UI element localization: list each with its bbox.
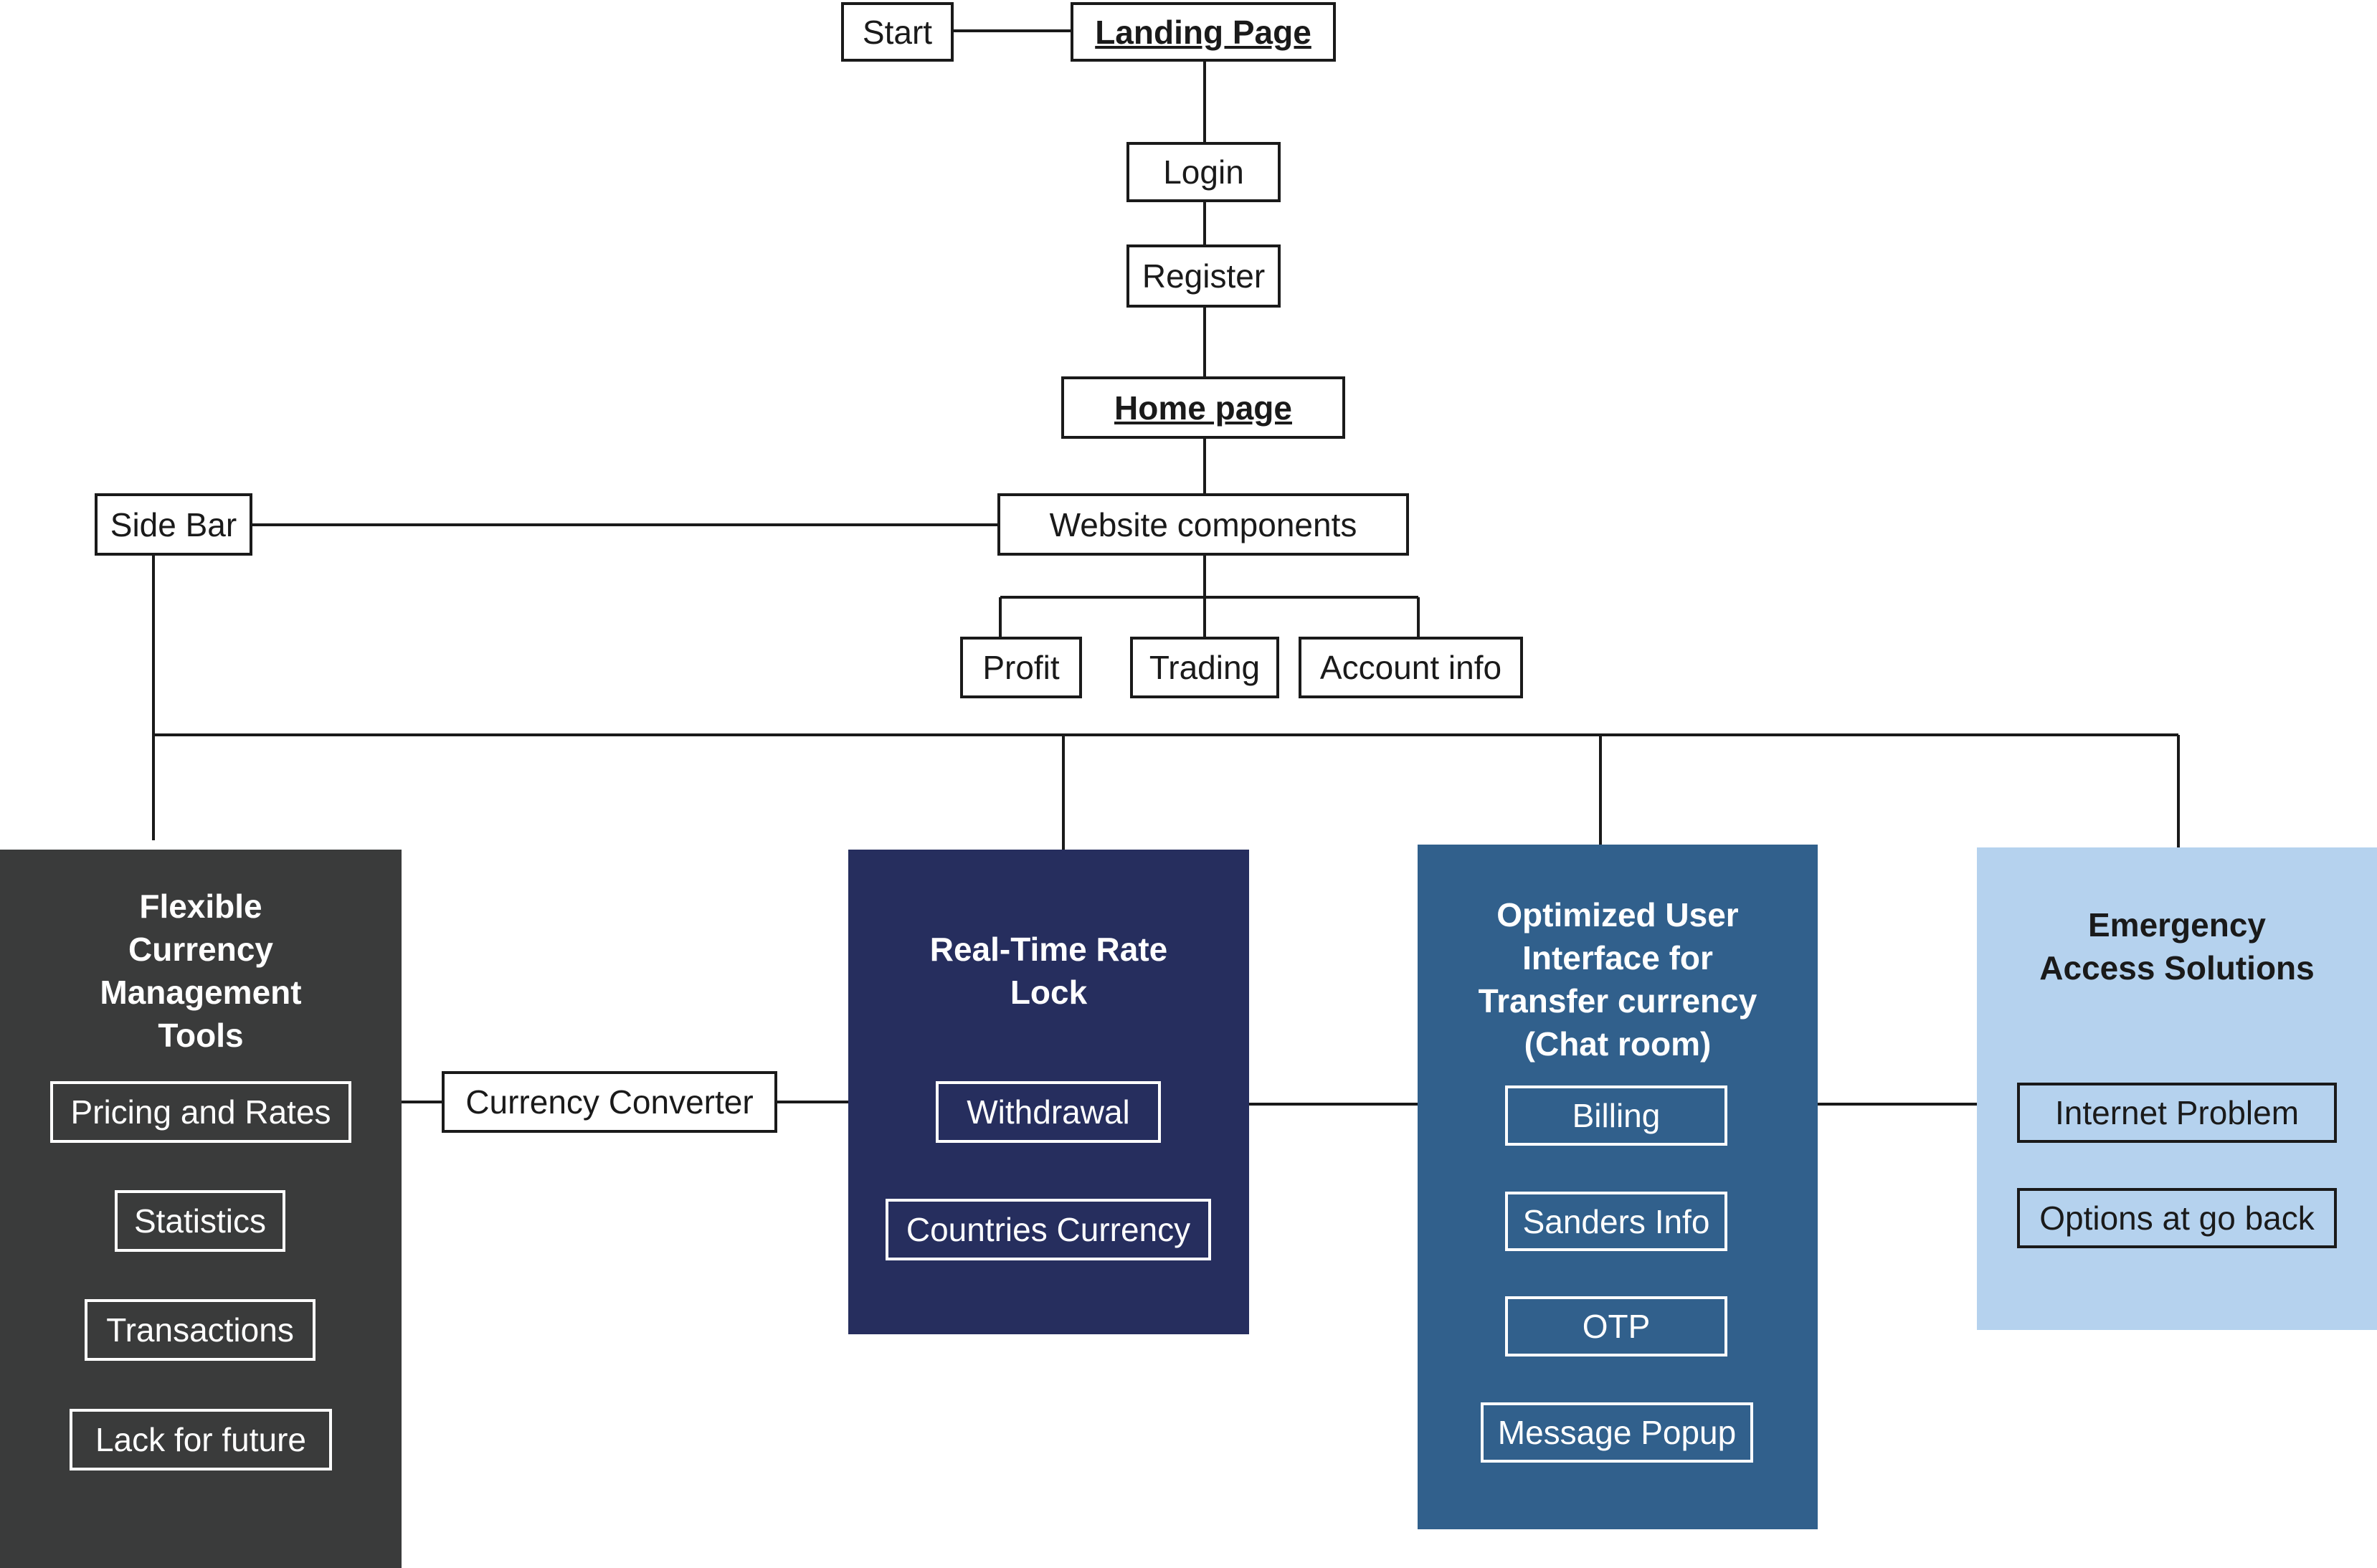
emergency-title: Emergency Access Solutions bbox=[2039, 906, 2315, 987]
flexible-currency-title: Flexible Currency Management Tools bbox=[100, 888, 302, 1054]
pricing-and-rates-item: Pricing and Rates bbox=[50, 1081, 351, 1143]
home-page-node: Home page bbox=[1061, 376, 1345, 439]
transactions-item: Transactions bbox=[85, 1299, 315, 1361]
billing-item: Billing bbox=[1505, 1085, 1727, 1146]
account-info-node: Account info bbox=[1299, 637, 1523, 698]
emergency-panel: Emergency Access Solutions bbox=[1977, 847, 2377, 1330]
start-node: Start bbox=[841, 2, 954, 62]
otp-item: OTP bbox=[1505, 1296, 1727, 1356]
rate-lock-panel: Real-Time Rate Lock bbox=[848, 850, 1249, 1334]
statistics-item: Statistics bbox=[115, 1190, 285, 1252]
flexible-currency-panel: Flexible Currency Management Tools bbox=[0, 850, 402, 1568]
rate-lock-title: Real-Time Rate Lock bbox=[929, 931, 1168, 1011]
withdrawal-item: Withdrawal bbox=[936, 1081, 1161, 1143]
landing-page-node: Landing Page bbox=[1071, 2, 1336, 62]
currency-converter-node: Currency Converter bbox=[442, 1071, 777, 1133]
register-node: Register bbox=[1126, 244, 1281, 308]
lack-for-future-item: Lack for future bbox=[70, 1409, 332, 1470]
trading-node: Trading bbox=[1130, 637, 1279, 698]
message-popup-item: Message Popup bbox=[1481, 1402, 1753, 1463]
sanders-info-item: Sanders Info bbox=[1505, 1192, 1727, 1251]
transfer-ui-title: Optimized User Interface for Transfer cu… bbox=[1478, 896, 1757, 1063]
login-node: Login bbox=[1126, 142, 1281, 202]
countries-currency-item: Countries Currency bbox=[886, 1199, 1211, 1260]
profit-node: Profit bbox=[960, 637, 1082, 698]
internet-problem-item: Internet Problem bbox=[2017, 1083, 2337, 1143]
options-at-go-back-item: Options at go back bbox=[2017, 1188, 2337, 1248]
website-components-node: Website components bbox=[997, 493, 1409, 556]
side-bar-node: Side Bar bbox=[95, 493, 252, 556]
